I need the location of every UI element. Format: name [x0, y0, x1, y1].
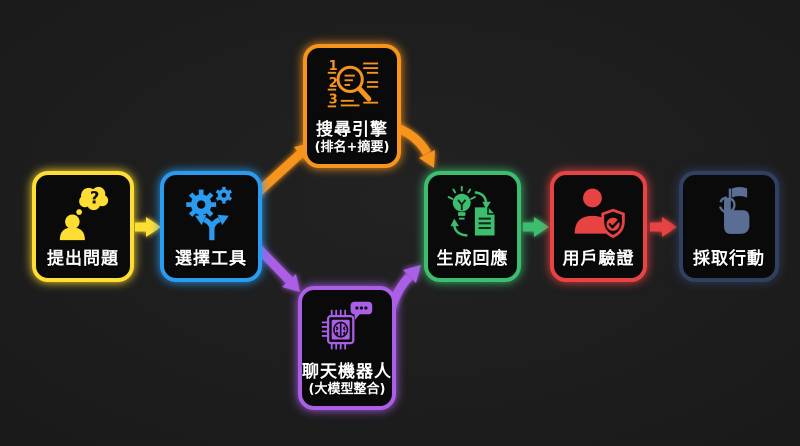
arrow-ask-question-to-choose-tools	[135, 217, 161, 237]
chip-brain-chat-icon	[302, 290, 392, 363]
node-sublabel: (排名+摘要)	[314, 140, 390, 156]
node-take-action: 採取行動	[679, 171, 779, 282]
arrow-user-verification-to-take-action	[650, 217, 677, 237]
node-user-verification: 用戶驗證	[550, 171, 647, 282]
node-label: 用戶驗證	[562, 249, 635, 270]
svg-text:2: 2	[329, 76, 338, 91]
node-search-engine: 1 2 3 搜尋引擎 (排名+摘要)	[303, 44, 401, 168]
node-label: 聊天機器人	[302, 361, 392, 382]
node-label: 生成回應	[436, 249, 509, 270]
node-label: 搜尋引擎	[316, 119, 388, 140]
bulb-document-cycle-icon	[428, 175, 517, 250]
svg-text:3: 3	[329, 93, 338, 108]
node-label: 選擇工具	[175, 249, 247, 270]
hand-press-flag-icon	[683, 175, 775, 250]
node-chatbot: 聊天機器人 (大模型整合)	[298, 286, 396, 410]
node-label: 採取行動	[693, 249, 765, 270]
node-sublabel: (大模型整合)	[308, 382, 386, 398]
svg-text:?: ?	[90, 188, 100, 207]
node-label: 提出問題	[47, 249, 119, 270]
arrow-generate-response-to-user-verification	[523, 217, 549, 237]
gears-branch-arrow-icon	[164, 175, 258, 250]
node-generate-response: 生成回應	[424, 171, 521, 282]
node-ask-question: ? 提出問題	[32, 171, 134, 282]
svg-text:1: 1	[329, 59, 338, 74]
person-shield-check-icon	[554, 175, 643, 250]
ranked-list-magnifier-icon: 1 2 3	[307, 48, 397, 121]
person-thinking-icon: ?	[36, 175, 130, 250]
node-choose-tools: 選擇工具	[160, 171, 262, 282]
